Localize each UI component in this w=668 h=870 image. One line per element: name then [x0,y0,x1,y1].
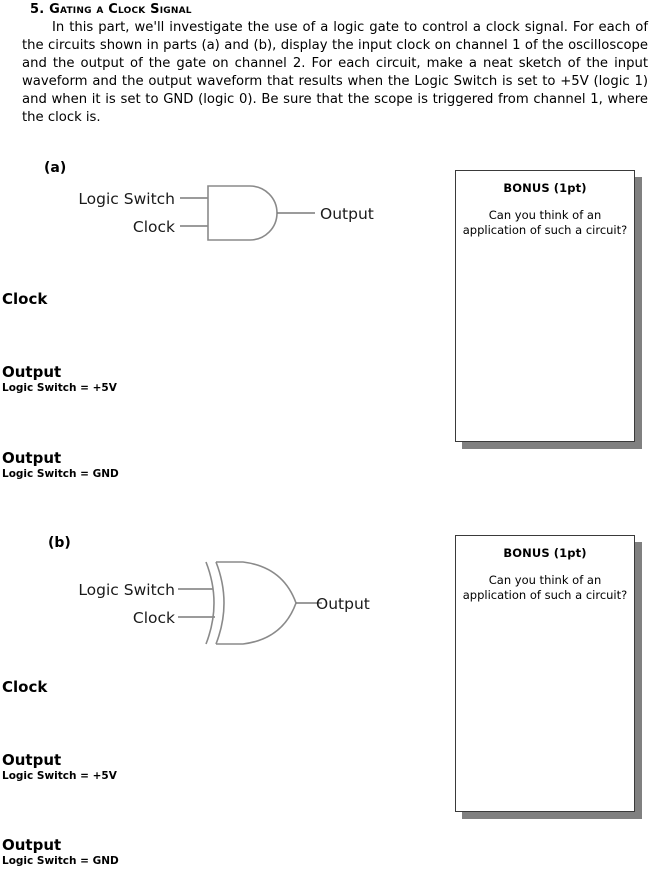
intro-paragraph: In this part, we'll investigate the use … [22,20,648,126]
waveform-title: Output [2,751,62,769]
waveform-subtitle: Logic Switch = +5V [2,770,117,782]
input-label-clock: Clock [132,609,175,627]
page-title: 5. Gating a Clock Signal [30,2,192,17]
bonus-box-b: BONUS (1pt) Can you think of an applicat… [455,535,642,819]
waveform-subtitle: Logic Switch = GND [2,468,119,480]
waveform-subtitle: Logic Switch = GND [2,855,119,867]
part-label-a: (a) [44,160,67,176]
waveform-title: Output [2,836,62,854]
bonus-box-frame[interactable]: BONUS (1pt) Can you think of an applicat… [455,535,635,812]
waveform-title: Clock [2,678,48,696]
input-label-logic-switch: Logic Switch [78,190,175,208]
waveform-title: Clock [2,290,48,308]
waveform-block-a-output-gnd: Output Logic Switch = GND [2,450,119,481]
waveform-subtitle: Logic Switch = +5V [2,382,117,394]
output-label: Output [320,205,374,223]
waveform-block-b-output-5v: Output Logic Switch = +5V [2,752,117,783]
bonus-title: BONUS (1pt) [503,546,587,560]
bonus-box-frame[interactable]: BONUS (1pt) Can you think of an applicat… [455,170,635,442]
bonus-box-a: BONUS (1pt) Can you think of an applicat… [455,170,642,449]
waveform-block-a-output-5v: Output Logic Switch = +5V [2,364,117,395]
circuit-diagram-b: Logic Switch Clock Output [0,525,440,645]
and-gate-body [207,185,278,241]
input-label-logic-switch: Logic Switch [78,581,175,599]
input-label-clock: Clock [132,218,175,236]
bonus-title: BONUS (1pt) [503,181,587,195]
bonus-question: Can you think of an application of such … [462,573,628,602]
waveform-title: Output [2,449,62,467]
xor-gate-back-arc [215,561,225,645]
waveform-block-a-clock: Clock [2,291,47,308]
part-label-b: (b) [48,535,71,551]
bonus-question: Can you think of an application of such … [462,208,628,237]
xor-extra-arc [205,561,215,645]
waveform-block-b-output-gnd: Output Logic Switch = GND [2,837,119,868]
waveform-title: Output [2,363,62,381]
output-label: Output [316,595,370,613]
xor-gate-body [216,561,297,645]
xor-gate-schematic [178,561,322,645]
circuit-diagram-a: Logic Switch Clock Output [0,155,440,255]
and-gate-schematic [180,185,315,241]
waveform-block-b-clock: Clock [2,679,47,696]
